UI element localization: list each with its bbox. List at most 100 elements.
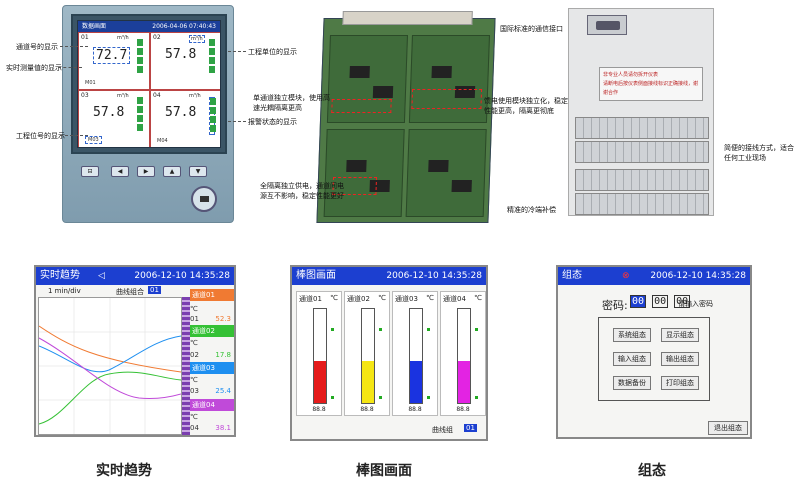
- trend-unit: ℃: [190, 413, 198, 421]
- leader-line: [228, 121, 246, 122]
- trend-line-ch01: [38, 325, 182, 373]
- password-digit[interactable]: 00: [630, 295, 647, 308]
- trend-unit: ℃: [190, 376, 198, 384]
- annotation-feed-module: 馈电使用模块独立化，稳定性能更高，隔离更彻底: [484, 97, 568, 115]
- data-backup-button[interactable]: 数据备份: [613, 376, 651, 390]
- channel-unit: m³/h: [189, 35, 205, 43]
- trend-caption: 实时趋势: [96, 463, 152, 479]
- device-menu-button[interactable]: ⊟: [81, 166, 99, 177]
- print-config-button[interactable]: 打印组态: [661, 376, 699, 390]
- bar-tube: [409, 308, 423, 404]
- exit-config-button[interactable]: 退出组态: [708, 421, 748, 435]
- channel-tag: M04: [157, 138, 168, 144]
- config-header: 组态 ⊗ 2006-12-10 14:35:28: [558, 267, 750, 285]
- terminal-row: [575, 117, 709, 139]
- trend-channel-tag[interactable]: 通道02: [190, 325, 234, 337]
- device-channel-cell: 03 m³/h 57.8 M03: [78, 90, 150, 147]
- trend-line-ch03: [38, 335, 182, 373]
- bar-group-value[interactable]: 01: [464, 424, 477, 432]
- device-left-button[interactable]: ◀: [111, 166, 129, 177]
- board-module: [405, 129, 487, 217]
- channel-value: 57.8: [165, 105, 197, 120]
- config-datetime: 2006-12-10 14:35:28: [650, 271, 746, 281]
- config-screen: 组态 ⊗ 2006-12-10 14:35:28 密码: 00 00 00 请输…: [556, 265, 752, 439]
- output-config-button[interactable]: 输出组态: [661, 352, 699, 366]
- trend-channel-tag[interactable]: 通道01: [190, 289, 234, 301]
- device-button-row: ⊟ ◀ ▶ ▲ ▼: [73, 166, 225, 180]
- bar-column-unit: ℃: [474, 294, 482, 302]
- annotation-tag-number: 工程位号的显示: [16, 132, 65, 140]
- password-label: 密码:: [602, 299, 628, 312]
- leader-line: [60, 135, 88, 136]
- channel-value: 72.7: [93, 47, 131, 64]
- trend-title: 实时趋势: [40, 270, 80, 281]
- alarm-indicator-icon: [137, 39, 143, 75]
- bar-column-value: 88.8: [408, 406, 422, 413]
- trend-datetime: 2006-12-10 14:35:28: [134, 271, 230, 281]
- device-screen-datetime: 2006-04-06 07:40:43: [152, 23, 216, 30]
- annotation-cold-junction: 精准的冷端补偿: [507, 206, 556, 214]
- channel-number: 02: [153, 34, 161, 41]
- system-config-button[interactable]: 系统组态: [613, 328, 651, 342]
- trend-line-ch02: [38, 371, 182, 425]
- annotation-comm-port: 国际标准的通信接口: [500, 25, 563, 33]
- password-input[interactable]: 00 00 00: [630, 295, 691, 308]
- config-menu-box: 系统组态 显示组态 输入组态 输出组态 数据备份 打印组态: [598, 317, 710, 401]
- leader-line: [60, 46, 88, 47]
- annotation-alarm: 报警状态的显示: [248, 118, 297, 126]
- channel-number: 04: [153, 92, 161, 99]
- bar-column: 通道02 ℃ 88.8: [344, 291, 390, 416]
- channel-unit: m³/h: [117, 93, 129, 99]
- channel-tag: M01: [85, 80, 96, 86]
- annotation-full-isolation: 全隔离独立供电，通道间电源互不影响，稳定性能更好: [260, 182, 344, 200]
- recorder-device: 数据画面 2006-04-06 07:40:43 01 m³/h 72.7 M0…: [62, 5, 234, 223]
- device-right-button[interactable]: ▶: [137, 166, 155, 177]
- usb-port-icon: [191, 186, 217, 212]
- alarm-indicator-icon: [137, 97, 143, 133]
- bar-fill: [410, 360, 422, 403]
- board-module: [323, 129, 405, 217]
- trend-group-value[interactable]: 01: [148, 286, 161, 294]
- bar-datetime: 2006-12-10 14:35:28: [386, 271, 482, 281]
- device-up-button[interactable]: ▲: [163, 166, 181, 177]
- lock-icon: ⊗: [622, 271, 630, 281]
- password-digit[interactable]: 00: [674, 295, 691, 308]
- trend-channel-tag[interactable]: 通道03: [190, 362, 234, 374]
- bar-group-label: 曲线组: [432, 426, 453, 434]
- annotation-realtime-value: 实时测量值的显示: [6, 64, 62, 72]
- bar-caption: 棒图画面: [356, 463, 412, 479]
- config-caption: 组态: [638, 463, 666, 479]
- terminal-row: [575, 193, 709, 215]
- trend-plot: [38, 297, 182, 435]
- bar-column-name: 通道01: [299, 295, 322, 303]
- bar-column-unit: ℃: [426, 294, 434, 302]
- bar-column-name: 通道02: [347, 295, 370, 303]
- bar-column-name: 通道04: [443, 295, 466, 303]
- channel-value: 57.8: [93, 105, 125, 120]
- bar-column: 通道03 ℃ 88.8: [392, 291, 438, 416]
- trend-unit: ℃: [190, 339, 198, 347]
- realtime-trend-screen: 实时趋势 ◁ 2006-12-10 14:35:28 1 min/div 曲线组…: [34, 265, 236, 437]
- trend-channel-tag[interactable]: 通道04: [190, 399, 234, 411]
- device-screen: 数据画面 2006-04-06 07:40:43 01 m³/h 72.7 M0…: [77, 20, 221, 148]
- trend-scale-ruler: [182, 297, 190, 435]
- trend-header: 实时趋势 ◁ 2006-12-10 14:35:28: [36, 267, 234, 285]
- bar-header: 棒图画面 2006-12-10 14:35:28: [292, 267, 486, 285]
- alarm-indicator-icon: [209, 97, 216, 135]
- device-channel-cell: 01 m³/h 72.7 M01: [78, 32, 150, 90]
- display-config-button[interactable]: 显示组态: [661, 328, 699, 342]
- input-config-button[interactable]: 输入组态: [613, 352, 651, 366]
- board-module: [408, 35, 490, 123]
- warning-line: 请断电后按仪表侧面接线标识正确接线，谢谢合作: [603, 81, 699, 96]
- warning-plate: 非专业人员请勿拆开仪表 请断电后按仪表侧面接线标识正确接线，谢谢合作: [599, 67, 703, 101]
- bar-fill: [458, 360, 470, 403]
- bar-fill: [314, 360, 326, 403]
- password-digit[interactable]: 00: [652, 295, 669, 308]
- terminal-row: [575, 141, 709, 163]
- trend-group-label: 曲线组合: [116, 288, 144, 296]
- device-down-button[interactable]: ▼: [189, 166, 207, 177]
